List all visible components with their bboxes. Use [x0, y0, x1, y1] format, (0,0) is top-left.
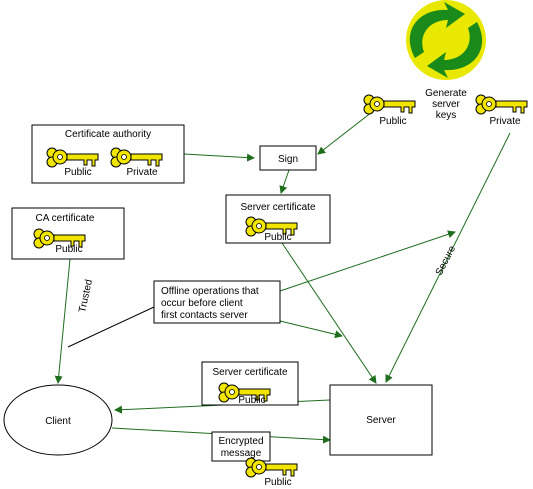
- ca-public-label: Public: [64, 167, 91, 178]
- line-offline-to-trusted: [67, 306, 155, 348]
- server-cert-public-label: Public: [264, 232, 291, 243]
- encrypted-public-label: Public: [264, 477, 291, 488]
- server-cert-bottom-public-label: Public: [238, 395, 265, 406]
- svg-text:Generate: Generate: [425, 88, 467, 99]
- client-label: Client: [45, 416, 71, 427]
- svg-text:server: server: [432, 99, 460, 110]
- key-icon: [475, 94, 528, 115]
- server-label: Server: [366, 415, 396, 426]
- ca-cert-public-label: Public: [55, 244, 82, 255]
- ca-private-label: Private: [126, 167, 158, 178]
- server-node: Server: [329, 384, 433, 456]
- arrow-public-to-sign: [317, 111, 373, 155]
- arrow-private-to-server: [385, 132, 511, 383]
- trusted-edge-label: Trusted: [77, 279, 95, 314]
- key-icon: [363, 94, 416, 115]
- svg-text:Encrypted: Encrypted: [218, 436, 263, 447]
- recycle-logo-icon: [406, 0, 486, 80]
- svg-text:occur before client: occur before client: [161, 298, 243, 309]
- svg-text:first contacts server: first contacts server: [161, 310, 248, 321]
- server-certificate-bottom-box: Server certificate Public: [201, 361, 299, 406]
- arrow-server-cert-to-server: [281, 242, 377, 384]
- top-public-label: Public: [379, 116, 406, 127]
- top-private-label: Private: [489, 116, 521, 127]
- sign-label: Sign: [278, 154, 298, 165]
- arrow-sign-to-server-cert: [279, 169, 290, 194]
- ca-certificate-box: CA certificate Public: [11, 207, 125, 260]
- server-certificate-title: Server certificate: [240, 202, 315, 213]
- svg-text:message: message: [221, 448, 262, 459]
- key-icon: [245, 457, 298, 478]
- offline-operations-note: Offline operations that occur before cli…: [153, 280, 281, 324]
- sign-box: Sign: [259, 145, 317, 171]
- client-node: Client: [3, 384, 113, 456]
- arrow-ca-cert-to-client: [54, 258, 71, 384]
- secure-edge-label: Secure: [434, 244, 458, 278]
- arrow-offline-to-secure: [279, 230, 456, 292]
- ca-certificate-title: CA certificate: [36, 213, 95, 224]
- arrow-ca-to-sign: [183, 153, 255, 162]
- svg-text:keys: keys: [436, 110, 457, 121]
- svg-text:Offline operations that: Offline operations that: [161, 286, 259, 297]
- server-certificate-bottom-title: Server certificate: [212, 367, 287, 378]
- arrow-offline-to-server: [279, 320, 343, 339]
- certificate-authority-box: Certificate authority Public Private: [31, 124, 185, 184]
- encrypted-message-box: Encrypted message: [211, 431, 271, 462]
- generate-server-keys-label: Generate server keys: [425, 88, 467, 121]
- certificate-authority-title: Certificate authority: [65, 129, 151, 140]
- server-certificate-box: Server certificate Public: [225, 194, 331, 244]
